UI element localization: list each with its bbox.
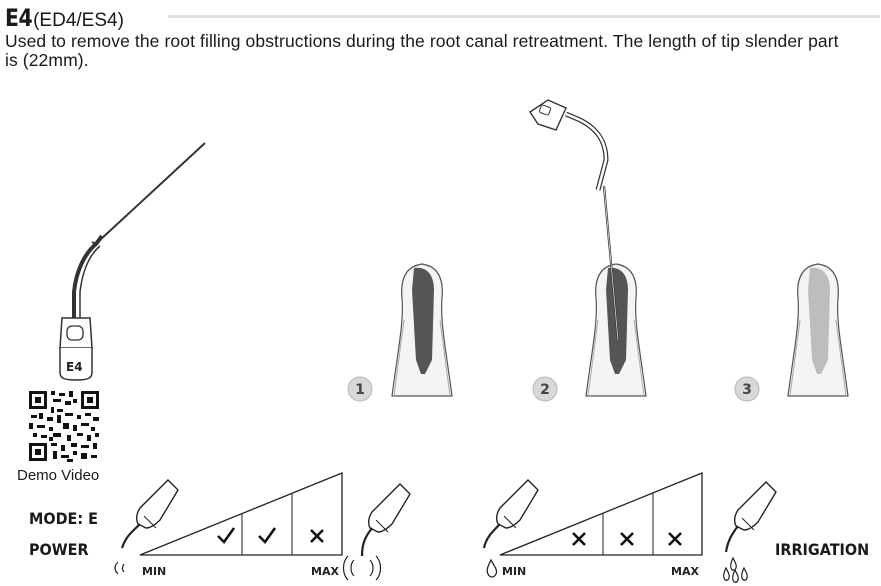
irrigation-min-label: MIN	[502, 565, 526, 578]
irrigation-scale: MIN MAX	[499, 472, 703, 578]
mode-label-wrap: MODE: E	[29, 509, 106, 529]
step-2-illustration	[529, 99, 647, 397]
irrigation-cross-2	[620, 532, 634, 546]
title-divider	[168, 15, 880, 18]
irrigation-label: IRRIGATION	[775, 540, 870, 559]
irrigation-max-label: MAX	[671, 565, 699, 578]
handpiece-max-icon	[342, 483, 411, 581]
irrigation-max-icon	[723, 481, 777, 583]
step-3-badge: 3	[734, 376, 760, 402]
tip-variants: (ED4/ES4)	[33, 10, 124, 31]
step-2-badge: 2	[532, 376, 558, 402]
tip-description: Used to remove the root filling obstruct…	[5, 31, 839, 70]
qr-code	[27, 389, 101, 463]
power-max-label: MAX	[311, 565, 339, 578]
power-check-2	[258, 527, 277, 545]
mode-label: MODE: E	[29, 509, 98, 528]
step-1-illustration	[391, 263, 453, 397]
step-1-number: 1	[355, 382, 365, 398]
power-min-label: MIN	[142, 565, 166, 578]
irrigation-label-wrap: IRRIGATION	[775, 540, 880, 560]
power-check-1	[217, 527, 236, 545]
page-title: E4(ED4/ES4)	[5, 4, 124, 32]
tip-code: E4	[5, 4, 33, 32]
power-cross-3	[310, 529, 324, 543]
power-scale: MIN MAX	[139, 472, 343, 578]
step-3-illustration	[787, 263, 849, 397]
step-3-number: 3	[742, 382, 752, 398]
step-1-badge: 1	[347, 376, 373, 402]
power-label: POWER	[29, 540, 89, 559]
tip-illustration: E4	[59, 142, 206, 381]
irrigation-cross-1	[572, 532, 586, 546]
handpiece-min-icon	[114, 479, 179, 575]
step-2-number: 2	[540, 382, 550, 398]
irrigation-min-icon	[482, 479, 539, 578]
irrigation-cross-3	[668, 532, 682, 546]
tip-label: E4	[66, 360, 83, 374]
power-label-wrap: POWER	[29, 540, 95, 560]
qr-caption: Demo Video	[17, 467, 100, 484]
